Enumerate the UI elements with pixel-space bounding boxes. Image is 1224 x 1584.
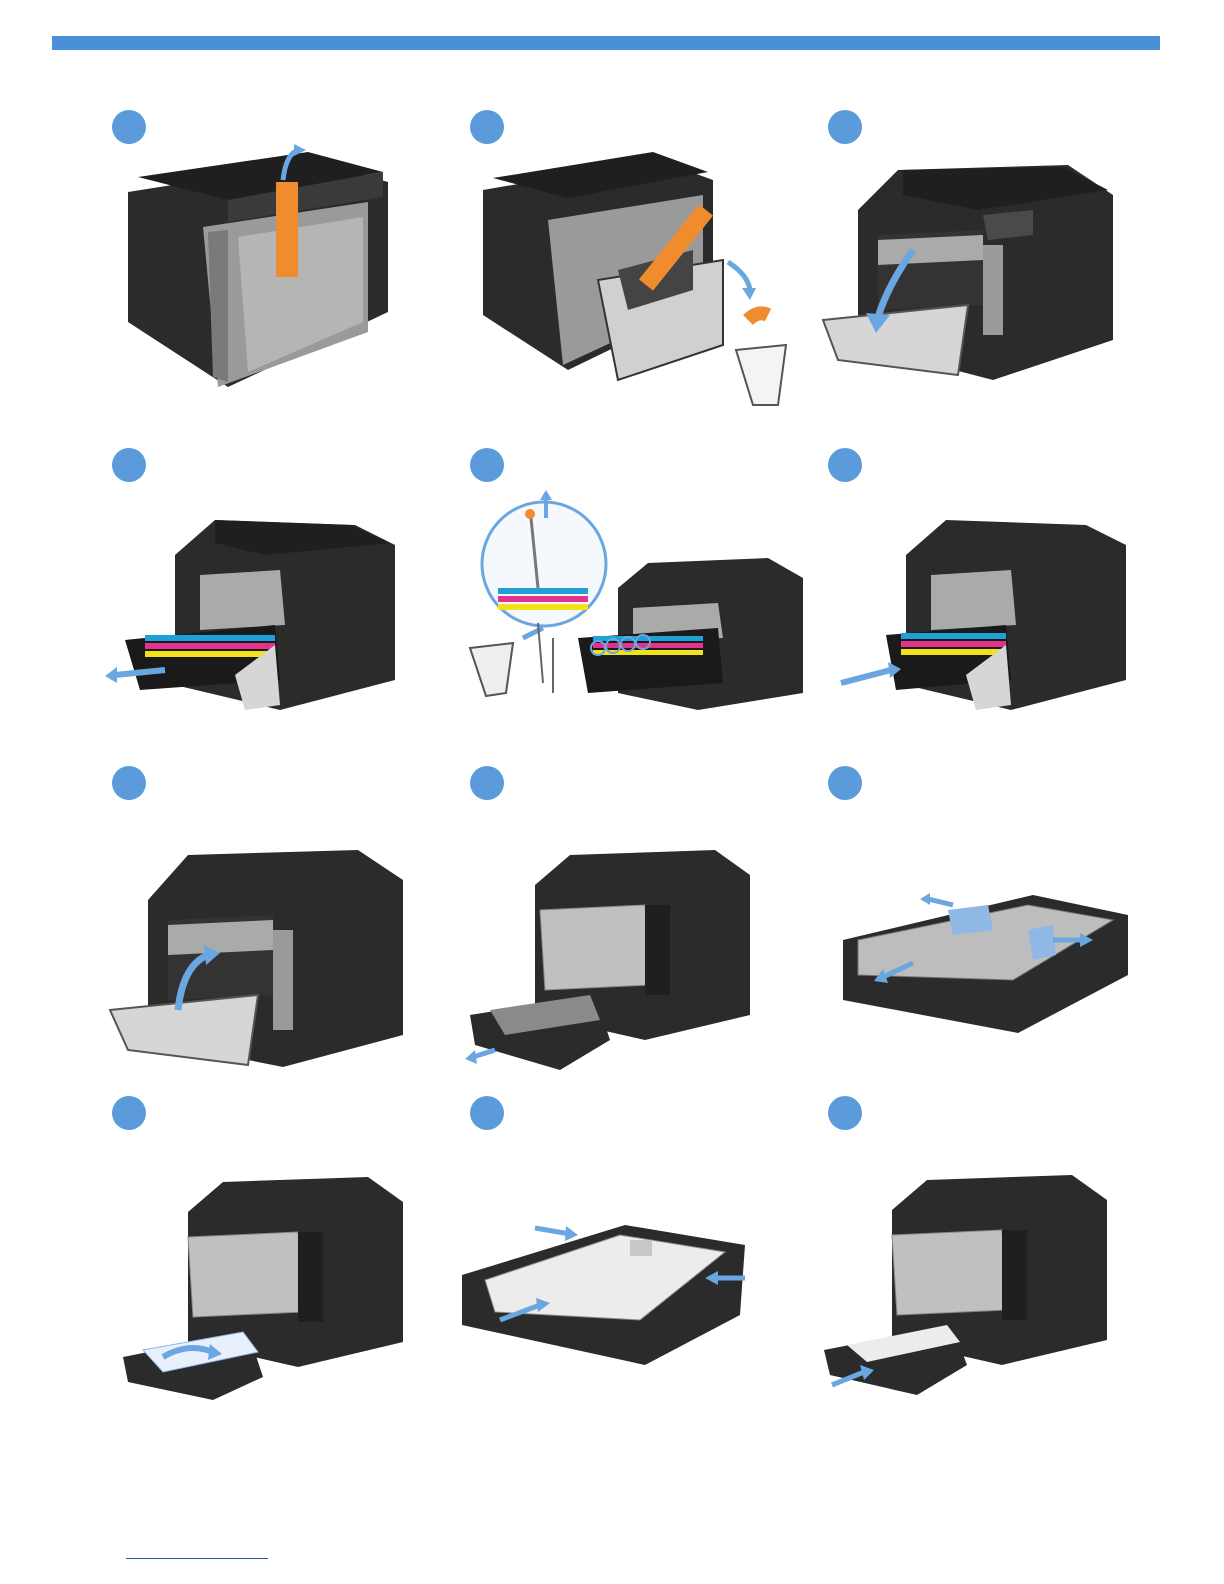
step-4-badge	[112, 448, 146, 482]
paper-guides-adjust-illustration-icon	[838, 885, 1128, 1035]
front-door-close-illustration-icon	[108, 845, 403, 1070]
step-12-badge	[828, 1096, 862, 1130]
step-8-badge	[470, 766, 504, 800]
step-3-badge	[828, 110, 862, 144]
paper-guides-snug-illustration-icon	[460, 1220, 750, 1370]
toner-drawer-push-in-illustration-icon	[836, 515, 1131, 715]
step-1-badge	[112, 110, 146, 144]
step-6-badge	[828, 448, 862, 482]
header-accent-bar	[52, 36, 1160, 50]
toner-seal-tabs-remove-illustration-icon	[468, 488, 806, 713]
printer-rear-tape-removal-illustration-icon	[118, 142, 398, 392]
printer-rear-door-open-discard-illustration-icon	[478, 150, 798, 410]
step-9-badge	[828, 766, 862, 800]
step-10-badge	[112, 1096, 146, 1130]
toner-drawer-pull-out-illustration-icon	[105, 515, 400, 715]
footer-rule	[126, 1558, 268, 1559]
step-5-badge	[470, 448, 504, 482]
paper-tray-pull-out-illustration-icon	[465, 845, 755, 1075]
paper-tray-insert-illustration-icon	[822, 1170, 1112, 1400]
paper-load-tray-illustration-icon	[118, 1172, 408, 1402]
printer-front-door-open-illustration-icon	[818, 155, 1118, 385]
step-2-badge	[470, 110, 504, 144]
step-7-badge	[112, 766, 146, 800]
step-11-badge	[470, 1096, 504, 1130]
